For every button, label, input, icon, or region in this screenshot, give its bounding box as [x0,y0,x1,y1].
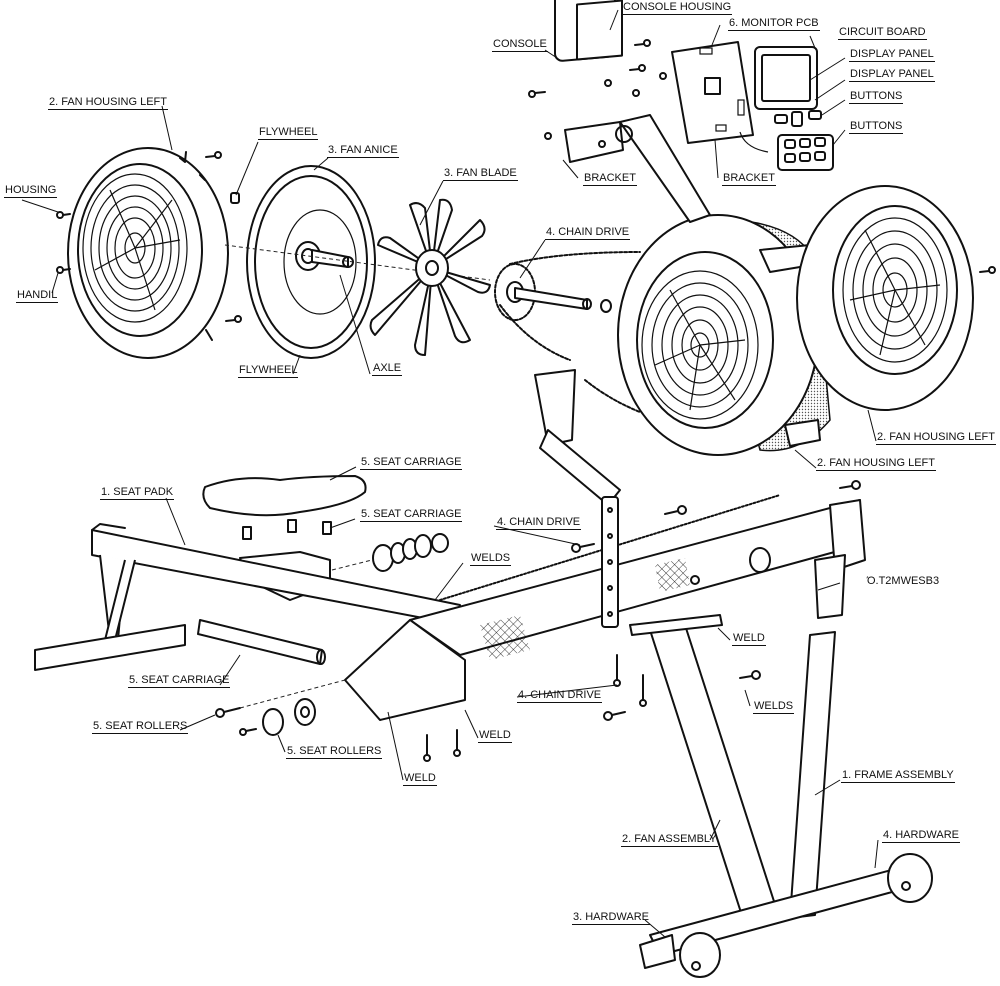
label-weld-mid: WELD [732,632,766,646]
monitor-arm [615,114,711,223]
label-fan-anice: 3. FAN ANICE [327,144,399,158]
bottom-screws [215,480,861,762]
label-bracket-1: BRACKET [583,172,637,186]
label-frame-assembly: 1. FRAME ASSEMBLY [841,769,955,783]
monitor-pcb-part [671,41,769,153]
front-frame-beam [344,499,866,721]
label-console-housing: CONSOLE HOUSING [622,1,733,15]
label-chain-drive-low: 4. CHAIN DRIVE [517,689,603,703]
front-legs [629,614,836,926]
label-housing: HOUSING [4,184,58,198]
label-hardware-3: 3. HARDWARE [572,911,650,925]
label-chain-drive-mid: 4. CHAIN DRIVE [496,516,582,530]
label-buttons-2: BUTTONS [849,120,904,134]
seat-rollers-part [262,698,316,736]
label-display-panel-1: DISPLAY PANEL [849,48,935,62]
label-handil: HANDIL [16,289,59,303]
console-screws [528,39,667,98]
display-panel-part [754,46,818,110]
label-flywheel-top: FLYWHEEL [258,126,319,140]
label-seat-carriage-top: 5. SEAT CARRIAGE [360,456,463,470]
label-bracket-2: BRACKET [722,172,776,186]
label-seat-padk: 1. SEAT PADK [100,486,175,500]
housing-screw-right [979,266,996,274]
label-fan-housing-left-top: 2. FAN HOUSING LEFT [48,96,168,110]
housing-screws [56,151,242,323]
bracket-part [544,121,624,163]
label-welds-right: WELDS [753,700,795,714]
flywheel-part [246,165,376,359]
label-weld-low: WELD [478,729,512,743]
label-seat-carriage-rail: 5. SEAT CARRIAGE [128,674,231,688]
label-fan-housing-left-mid: 2. FAN HOUSING LEFT [816,457,936,471]
label-welds-left: WELDS [470,552,512,566]
label-seat-rollers-1: 5. SEAT ROLLERS [92,720,189,734]
fan-blade-part [369,198,491,356]
label-buttons-1: BUTTONS [849,90,904,104]
label-seat-rollers-2: 5. SEAT ROLLERS [286,745,383,759]
label-flywheel-bottom: FLYWHEEL [238,364,299,378]
fan-housing-right-part [796,185,974,411]
label-chain-drive-top: 4. CHAIN DRIVE [545,226,631,240]
label-fan-housing-left-right: 2. FAN HOUSING LEFT [876,431,996,445]
front-foot [639,853,933,978]
seat-pad-part [202,475,367,540]
label-monitor-pcb: 6. MONITOR PCB [728,17,820,31]
leader-lines [21,9,879,938]
label-fan-blade: 3. FAN BLADE [443,167,518,181]
label-seat-carriage-mid: 5. SEAT CARRIAGE [360,508,463,522]
fan-housing-assembly [617,214,831,456]
label-hardware-4: 4. HARDWARE [882,829,960,843]
chain-drive-plate [601,496,619,628]
seat-rail [34,523,461,671]
fan-housing-left-part [67,147,229,359]
label-circuit-board: CIRCUIT BOARD [838,26,927,40]
label-console: CONSOLE [492,38,548,52]
buttons-part [774,110,834,171]
label-axle: AXLE [372,362,403,376]
seat-carriage-rod [197,619,326,665]
label-fan-assembly: 2. FAN ASSEMBLY [621,833,718,847]
label-garbled-right: Ό.Τ2ΜWESB3 [867,575,940,587]
seat-carriage-rollers [372,533,449,572]
console-part [554,0,623,87]
label-weld-bottom: WELD [403,772,437,786]
label-display-panel-2: DISPLAY PANEL [849,68,935,82]
chain-drive-part [494,251,641,413]
monitor-arm-lower [534,369,621,506]
